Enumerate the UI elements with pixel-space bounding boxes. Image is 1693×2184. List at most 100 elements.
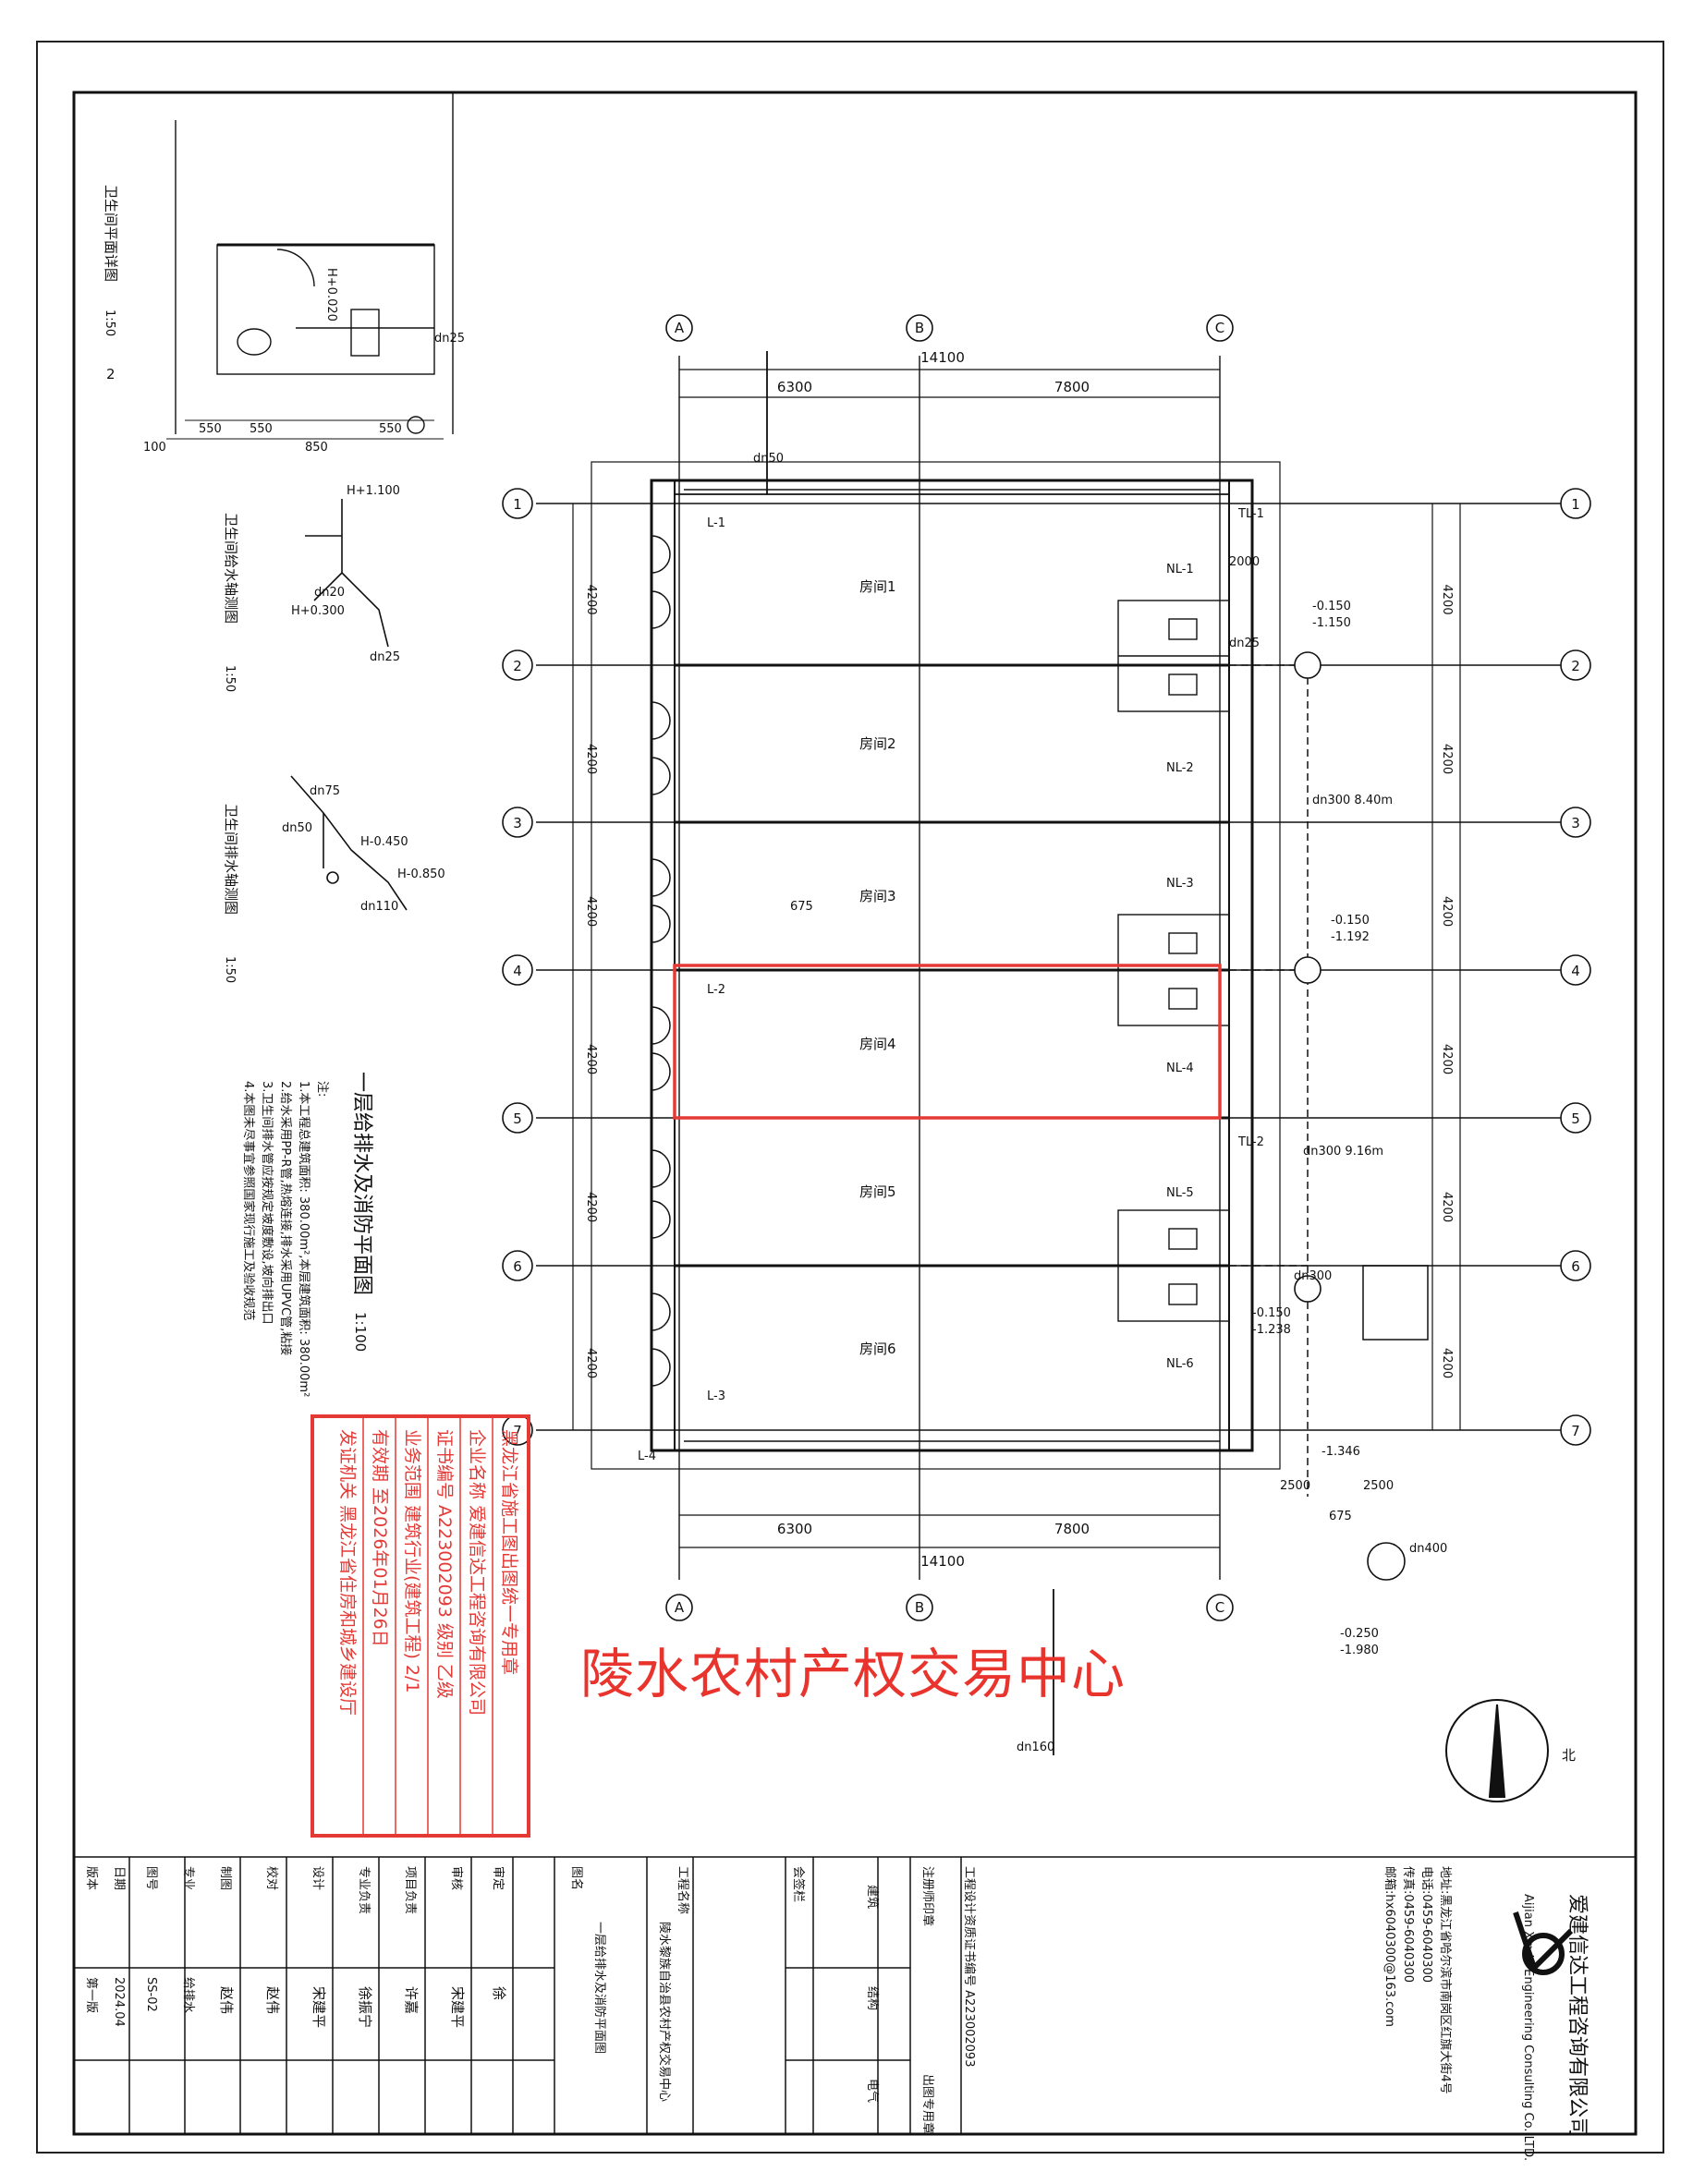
sign-col-3: 电气 (865, 2079, 880, 2103)
row-spacing-1: 4200 (584, 585, 598, 615)
axis-bubble-c-bottom (1206, 1594, 1234, 1621)
plan-grid (536, 356, 1562, 1580)
title-block (73, 1856, 1637, 2135)
toilet-detail (166, 92, 454, 440)
toilet-dim-5: 850 (305, 441, 328, 455)
prof-label: 专业 (181, 1866, 195, 1890)
pipe-l-3: L-3 (707, 1389, 725, 1403)
axis-label-6: 6 (513, 1258, 522, 1275)
pipe-nl-5: NL-5 (1166, 1186, 1194, 1200)
version-label: 版本 (84, 1866, 98, 1890)
row-spacing-right-6: 4200 (1440, 1348, 1454, 1378)
row-spacing-6: 4200 (584, 1348, 598, 1378)
tb-row-label: 项目负责 (403, 1866, 417, 1914)
tb-row-label: 设计 (311, 1866, 324, 1890)
tb-row-label: 审核 (449, 1866, 463, 1890)
sign-col-2: 结构 (865, 1986, 879, 2010)
stamp-line: 企业名称 爱建信达工程咨询有限公司 (467, 1429, 487, 1716)
axis-bubble-5-left (502, 1102, 533, 1134)
elev-5: -0.150 (1252, 1306, 1291, 1320)
floor-elevation: 675 (790, 900, 813, 914)
dim-total-top: 14100 (920, 349, 965, 366)
pipe-tl-1: TL-1 (1237, 507, 1264, 521)
prof-value: 给排水 (181, 1977, 195, 2013)
axis-label-6: 6 (1571, 1258, 1580, 1275)
dim-3500: 2500 (1280, 1479, 1310, 1493)
date-label: 日期 (112, 1866, 126, 1890)
row-spacing-right-4: 4200 (1440, 1044, 1454, 1074)
tb-row-label: 专业负责 (357, 1866, 371, 1914)
tb-row-signature: 许嘉 (403, 1986, 420, 2014)
highlight-room-4 (673, 964, 1222, 1120)
supply-axon-scale: 1:50 (223, 665, 237, 692)
axis-label-2: 2 (1571, 658, 1580, 674)
dim-2000: 2000 (1229, 555, 1260, 569)
axis-bubble-3-right (1560, 807, 1591, 838)
company-name-cn: 爱建信达工程咨询有限公司 (1565, 1894, 1589, 2138)
axis-label-b: B (915, 1599, 924, 1616)
axis-label-5: 5 (513, 1110, 522, 1127)
dim-5155: 675 (1329, 1510, 1352, 1523)
toilet-dim-4: 100 (143, 441, 166, 455)
dim-right-top: 7800 (1054, 379, 1090, 395)
door-swing (651, 757, 671, 795)
supply-axon-detail (305, 499, 389, 648)
room-label-2: 房间2 (859, 735, 896, 752)
axis-label-4: 4 (1571, 963, 1580, 979)
tb-row-label: 校对 (264, 1866, 279, 1890)
elev-1: -0.150 (1312, 600, 1351, 613)
pipe-dn400: dn400 (1409, 1542, 1447, 1556)
axis-bubble-c-top (1206, 314, 1234, 342)
supply-axon-title: 卫生间给水轴测图 (223, 513, 239, 624)
tb-row-signature: 徐振宁 (357, 1986, 373, 2028)
supply-label-1: H+1.100 (347, 484, 400, 498)
row-spacing-right-1: 4200 (1440, 585, 1454, 615)
axis-bubble-3-left (502, 807, 533, 838)
stamp-line: 有效期 至2026年01月26日 (370, 1429, 390, 1647)
door-swing (651, 1292, 671, 1331)
pipe-dn160: dn160 (1017, 1741, 1054, 1754)
company-fax: 传真:0459-6040300 (1401, 1866, 1415, 1983)
pipe-dn300-b: dn300 9.16m (1303, 1145, 1383, 1159)
pipe-l-4: L-4 (638, 1450, 656, 1463)
elev-9: -0.250 (1340, 1627, 1379, 1641)
tb-row-label: 制图 (218, 1866, 232, 1890)
elev-8: -1.980 (1340, 1644, 1379, 1657)
project-name: 陵水黎族自治县农村产权交易中心 (657, 1922, 672, 2102)
drain-axon-title: 卫生间排水轴测图 (223, 804, 239, 915)
axis-label-b: B (915, 320, 924, 336)
company-address: 地址:黑龙江省哈尔滨市南岗区红旗大街4号 (1438, 1866, 1453, 2094)
axis-bubble-4-left (502, 954, 533, 986)
toilet-detail-title: 卫生间平面详图 (103, 185, 119, 282)
company-name-en: Aijian Xinda Engineering Consulting Co.,… (1521, 1894, 1535, 2161)
elev-2: -1.150 (1312, 616, 1351, 630)
door-swing (651, 1200, 671, 1239)
room-label-4: 房间4 (859, 1036, 896, 1052)
axis-bubble-5-right (1560, 1102, 1591, 1134)
axis-label-1: 1 (1571, 496, 1580, 513)
toilet-fixture (1168, 932, 1198, 954)
toilet-fixture (1168, 673, 1198, 696)
stamp-line: 黑龙江省施工图出图统一专用章 (499, 1429, 519, 1675)
drain-label-4: H-0.850 (397, 868, 445, 881)
toilet-fixture (1168, 618, 1198, 640)
supply-label-2: dn20 (314, 586, 345, 600)
axis-label-5: 5 (1571, 1110, 1580, 1127)
elev-3: -0.150 (1331, 914, 1370, 928)
toilet-label-dn25: dn25 (434, 332, 465, 346)
row-spacing-2: 4200 (584, 744, 598, 774)
axis-label-3: 3 (513, 815, 522, 831)
pipe-l-2: L-2 (707, 983, 725, 997)
axis-label-c: C (1215, 1599, 1224, 1616)
tb-row-label: 审定 (491, 1866, 505, 1890)
plan-scale: 1:100 (352, 1312, 369, 1352)
sign-col-1: 建筑 (865, 1885, 880, 1909)
project-label: 工程名称 (676, 1866, 690, 1914)
sign-header: 会签栏 (791, 1866, 806, 1902)
axis-bubble-2-right (1560, 649, 1591, 681)
toilet-dim-3: 550 (379, 422, 402, 436)
company-email: 邮箱:hx6040300@163.com (1382, 1866, 1397, 2027)
dim-675-a: 2500 (1363, 1479, 1394, 1493)
toilet-dim-2: 550 (250, 422, 273, 436)
septic-box (1362, 1265, 1429, 1341)
